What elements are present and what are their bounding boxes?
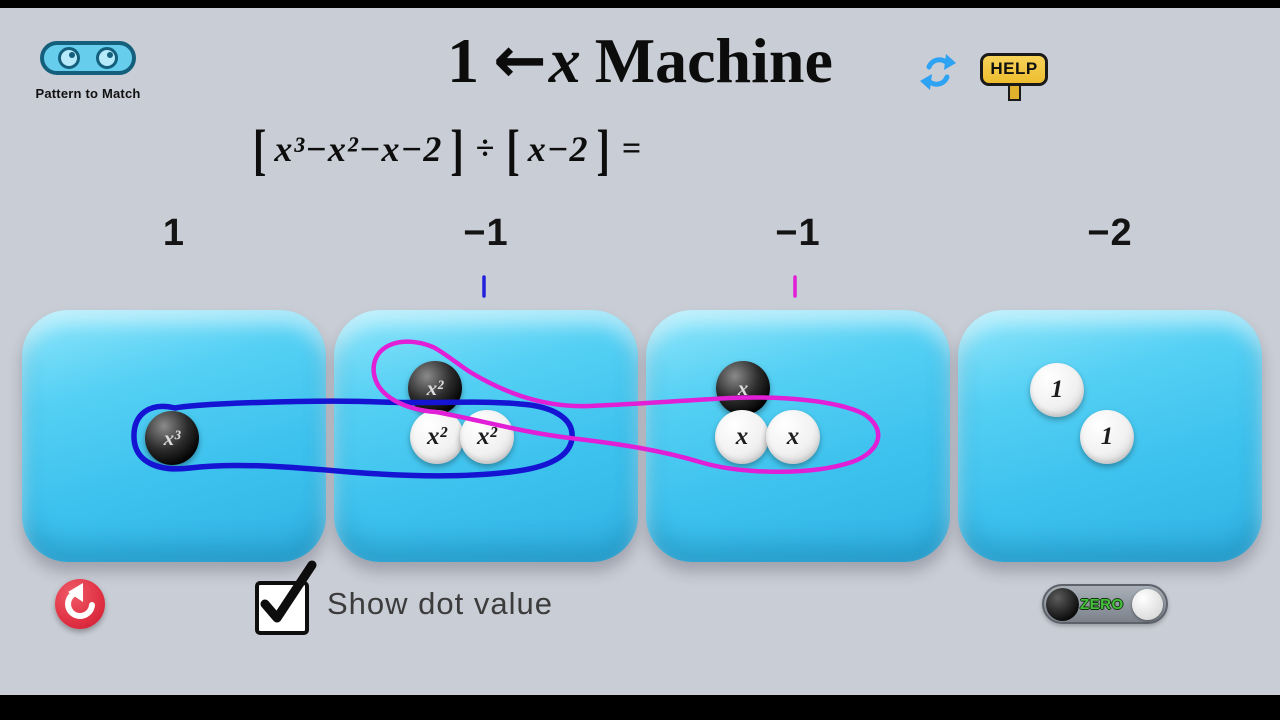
expression-token: ] <box>596 117 610 181</box>
coefficient-value: −1 <box>463 212 509 254</box>
logo-label: Pattern to Match <box>35 86 141 101</box>
zero-toggle[interactable]: ZERO <box>1042 584 1168 624</box>
expression-token: [ <box>506 117 520 181</box>
refresh-icon <box>920 54 956 90</box>
toggle-light-knob[interactable] <box>1132 588 1163 620</box>
show-dot-value-label: Show dot value <box>327 586 553 621</box>
toggle-dark-knob[interactable] <box>1046 587 1079 621</box>
dot[interactable]: x² <box>410 410 464 464</box>
undo-arrow-icon <box>65 583 95 619</box>
letterbox-bottom <box>0 695 1280 720</box>
expression-token: [ <box>253 117 267 181</box>
dot-label: x <box>786 423 800 450</box>
dot[interactable]: x <box>715 410 769 464</box>
dot-label: x² <box>426 375 444 400</box>
goggles-icon <box>40 41 136 75</box>
show-dot-value-checkbox[interactable] <box>255 581 309 635</box>
dot-label: x³ <box>163 425 181 450</box>
coefficient-value: 1 <box>162 212 186 254</box>
zero-label: ZERO <box>1080 595 1124 613</box>
letterbox-top <box>0 0 1280 8</box>
dot[interactable]: x <box>766 410 820 464</box>
app-logo: Pattern to Match <box>28 36 148 101</box>
antidot[interactable]: x² <box>408 361 462 415</box>
help-label: HELP <box>980 53 1048 86</box>
dot-label: x² <box>477 423 497 450</box>
expression: [x³−x²−x−2]÷[x−2]= <box>252 117 645 181</box>
dot-label: 1 <box>1100 423 1114 450</box>
expression-token: x³−x²−x−2 <box>274 129 443 169</box>
expression-token: = <box>621 130 642 167</box>
help-button[interactable]: HELP <box>980 53 1048 101</box>
antidot[interactable]: x³ <box>145 411 199 465</box>
left-arrow-icon: ← <box>493 24 547 98</box>
coefficient-row: 1 −1 −1 −2 <box>22 212 1262 255</box>
coefficient-value: −2 <box>1087 212 1133 254</box>
dot-label: x <box>737 375 749 400</box>
expression-token: x−2 <box>527 129 589 169</box>
dot-label: 1 <box>1050 376 1064 403</box>
title-word: Machine <box>594 25 833 96</box>
dot[interactable]: x² <box>460 410 514 464</box>
dot-label: x <box>735 423 749 450</box>
dot-label: x² <box>427 423 447 450</box>
title-variable: x <box>548 25 581 96</box>
machine-box-x2[interactable]: x² x² x² <box>334 310 638 562</box>
machine-box-x3[interactable]: x³ <box>22 310 326 562</box>
dot[interactable]: 1 <box>1030 363 1084 417</box>
title-coefficient: 1 <box>447 25 480 96</box>
expression-token: ] <box>450 117 464 181</box>
refresh-button[interactable] <box>918 52 958 92</box>
coefficient-value: −1 <box>775 212 821 254</box>
undo-button[interactable] <box>55 579 105 629</box>
expression-token: ÷ <box>475 130 495 167</box>
dot[interactable]: 1 <box>1080 410 1134 464</box>
antidot[interactable]: x <box>716 361 770 415</box>
help-sign-post <box>1007 86 1021 101</box>
